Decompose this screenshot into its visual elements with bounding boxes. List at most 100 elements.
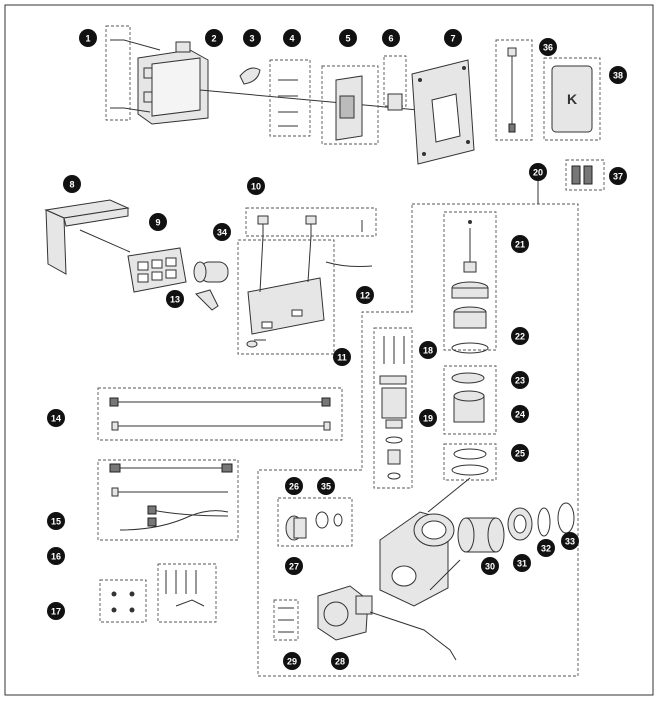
callout-label: 25 [515,449,525,459]
mounting-plate-part [246,277,325,348]
callout-label: 22 [515,332,525,342]
callout-33: 33 [561,532,579,550]
callout-32: 32 [537,539,555,557]
callout-4: 4 [283,29,301,47]
screws-group-box [105,25,131,121]
filter-group-box [277,497,353,547]
wire-part [325,261,373,267]
cable-14-part [109,397,331,431]
mounting-bracket-part [335,75,363,141]
callout-27: 27 [285,557,303,575]
callout-15: 15 [47,512,65,530]
callout-label: 37 [613,172,623,182]
callout-label: 2 [211,34,216,44]
oring-25a-part [453,448,487,460]
callout-12: 12 [356,286,374,304]
callout-label: 24 [515,410,525,420]
key-tool-part [507,47,517,133]
tool-box [495,39,533,141]
callout-label: 21 [515,240,525,250]
callout-7: 7 [444,29,462,47]
valve-cable-part [369,611,457,661]
callout-label: 26 [289,482,299,492]
callout-36: 36 [539,38,557,56]
cables-15-box [97,459,239,541]
callout-label: 17 [51,607,61,617]
callout-34: 34 [213,223,231,241]
callout-label: 29 [287,657,297,667]
oring-25b-part [451,464,489,476]
solenoid-19-part [379,375,407,480]
screws-16-part [165,570,205,607]
bracket-group-box [321,65,379,145]
cable-15-part [109,463,233,531]
callout-label: 14 [51,414,61,424]
orings-25-box [443,443,497,481]
svg-text:K: K [567,91,577,107]
ring-32-part [537,507,551,537]
callout-label: 13 [170,295,180,305]
callout-label: 11 [337,353,347,363]
callout-label: 12 [360,291,370,301]
callout-label: 33 [565,537,575,547]
screws-4-part [278,79,298,127]
callout-19: 19 [419,409,437,427]
screws-29-part [278,607,294,633]
callout-16: 16 [47,547,65,565]
callout-37: 37 [609,167,627,185]
callout-5: 5 [339,29,357,47]
callout-label: 15 [51,517,61,527]
callout-label: 34 [217,228,227,238]
callout-label: 5 [345,34,350,44]
cables-14-box [97,387,343,441]
callout-17: 17 [47,602,65,620]
cartridge-group-box [443,211,497,351]
callout-13: 13 [166,290,184,308]
callout-label: 23 [515,376,525,386]
callout-26: 26 [285,477,303,495]
mounting-plate-box [237,239,335,355]
solenoid-group-box [373,327,413,489]
callout-label: 1 [85,34,90,44]
oring-35-part [333,513,343,527]
ring-33-part [557,502,575,534]
screws-29-box [273,599,299,641]
callout-label: 27 [289,562,299,572]
callout-20: 20 [529,163,547,181]
callout-label: 4 [289,34,294,44]
fuse-box [565,159,605,191]
screws-16-box [157,563,217,623]
valve-body-part [379,511,455,607]
diaphragm-group-box [443,365,497,435]
callout-38: 38 [609,66,627,84]
screws-18-part [383,336,405,364]
outer-frame [4,4,654,696]
wall-plate-part [411,59,475,165]
callout-label: 31 [517,559,527,569]
filter-27-part [285,515,307,541]
callout-label: 35 [321,482,331,492]
capacitor-part [193,261,229,283]
diaphragm-24-part [453,390,485,423]
callout-label: 6 [388,34,393,44]
callout-8: 8 [63,175,81,193]
callout-label: 38 [613,71,623,81]
pads-17-part [111,591,135,613]
washer-23-part [451,372,485,384]
callout-23: 23 [511,371,529,389]
callout-label: 28 [335,657,345,667]
callout-label: 30 [485,562,495,572]
callout-10: 10 [247,177,265,195]
pads-17-box [99,579,147,623]
callout-label: 10 [251,182,261,192]
logo-plate-part: K [551,65,593,133]
callout-label: 7 [450,34,455,44]
callout-label: 36 [543,43,553,53]
callout-30: 30 [481,557,499,575]
clip-part [195,289,219,311]
callout-label: 20 [533,168,543,178]
cover-part [44,199,130,275]
